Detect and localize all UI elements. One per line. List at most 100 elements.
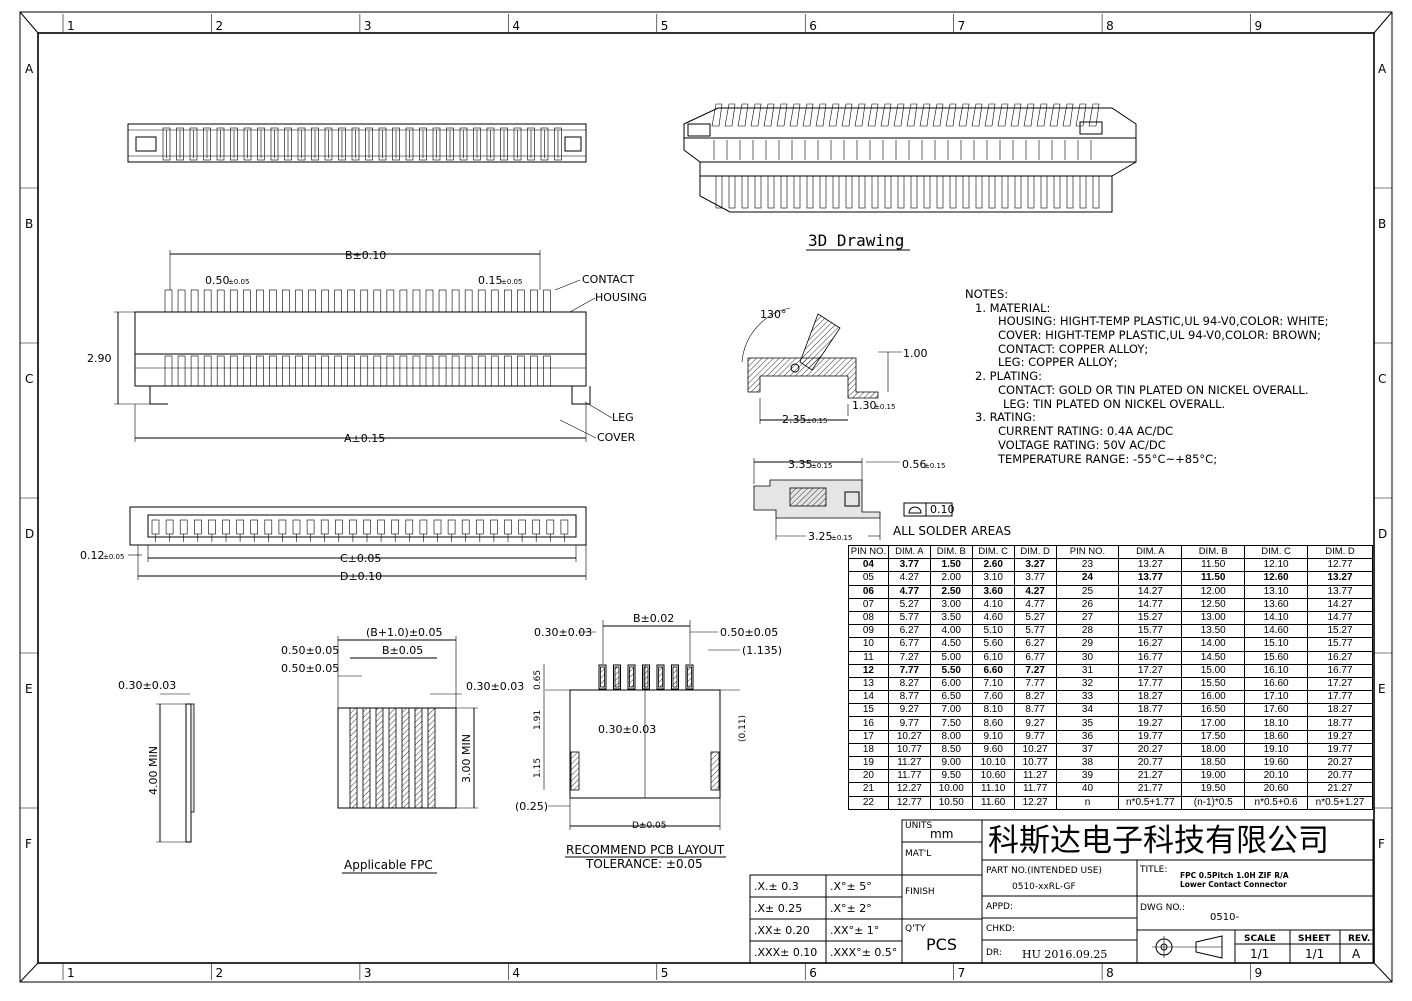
rev-label: REV. bbox=[1348, 934, 1370, 944]
dim-table-cell: 18.60 bbox=[1244, 729, 1309, 744]
dim-table-cell: 16.77 bbox=[1307, 663, 1373, 678]
dim-table-cell: 22 bbox=[848, 795, 889, 810]
dim-table-cell: 4.77 bbox=[1013, 597, 1057, 612]
dim-table-cell: 7.50 bbox=[929, 716, 973, 731]
dim-table-cell: 8.00 bbox=[929, 729, 973, 744]
dim-table-cell: 07 bbox=[848, 597, 889, 612]
dim-table-cell: 16.50 bbox=[1181, 703, 1246, 718]
dim-table-cell: 3.50 bbox=[929, 610, 973, 626]
dwg-no-label: DWG NO.: bbox=[1140, 903, 1185, 913]
scale-value: 1/1 bbox=[1250, 947, 1269, 961]
notes-line-9: 3. RATING: bbox=[975, 410, 1036, 424]
dim-table-cell: 05 bbox=[848, 571, 889, 586]
dim-table-cell: 08 bbox=[848, 610, 889, 626]
dim-table-cell: 15.77 bbox=[1307, 637, 1373, 652]
dim-table-cell: 37 bbox=[1055, 742, 1120, 758]
dim-table-cell: 10 bbox=[848, 637, 889, 652]
company-name: 科斯达电子科技有限公司 bbox=[988, 823, 1329, 859]
dim-table-cell: DIM. B bbox=[929, 544, 973, 560]
dim-table-cell: 11.27 bbox=[1013, 769, 1057, 784]
d325-label: 3.25 bbox=[808, 530, 833, 543]
grid-col-top-3: 3 bbox=[364, 19, 372, 33]
dim-table-cell: 3.77 bbox=[887, 558, 931, 573]
dim-table-cell: DIM. D bbox=[1307, 544, 1373, 560]
dim-table-cell: 18.77 bbox=[1307, 716, 1373, 731]
dim-table-cell: 6.77 bbox=[1013, 650, 1057, 665]
offset-tol: ±0.05 bbox=[103, 553, 124, 561]
grid-row-right-A: A bbox=[1378, 62, 1387, 76]
notes-line-5: LEG: COPPER ALLOY; bbox=[998, 355, 1118, 369]
dim-table-cell: 4.77 bbox=[887, 584, 931, 599]
dim-table-cell: 14.27 bbox=[1307, 597, 1373, 612]
projection-symbol-icon bbox=[1152, 935, 1223, 959]
dim-table-cell: 4.10 bbox=[971, 597, 1015, 612]
dim-table-cell: 9.77 bbox=[887, 716, 931, 731]
dim-table-cell: 6.27 bbox=[887, 624, 931, 639]
d235-tol: ±0.15 bbox=[806, 417, 827, 425]
dim-table-cell: 10.60 bbox=[971, 769, 1015, 784]
notes-line-1: 1. MATERIAL: bbox=[975, 301, 1050, 315]
dim-table-cell: 8.77 bbox=[1013, 703, 1057, 718]
dim-table-cell: 12.27 bbox=[887, 782, 931, 797]
flatness-label: 0.10 bbox=[930, 503, 955, 516]
grid-row-right-C: C bbox=[1378, 372, 1386, 386]
pcb-label: RECOMMEND PCB LAYOUT bbox=[566, 843, 725, 857]
angle-label: 130° bbox=[760, 308, 787, 321]
dim-table-cell: 13.10 bbox=[1244, 584, 1309, 599]
outer-border bbox=[19, 11, 1393, 983]
dim-table-cell: 15 bbox=[848, 703, 889, 718]
dim-table-cell: 3.77 bbox=[1013, 571, 1057, 586]
grid-col-bottom-8: 8 bbox=[1106, 966, 1114, 980]
pcb-191: 1.91 bbox=[533, 710, 543, 730]
3d-drawing: 3D Drawing bbox=[683, 103, 1137, 251]
appd-label: APPD: bbox=[986, 902, 1013, 912]
grid-row-left-E: E bbox=[25, 682, 33, 696]
leg-label: LEG bbox=[612, 411, 634, 424]
fpc-pitch-b: 0.50±0.05 bbox=[281, 662, 339, 675]
dim-table-cell: 9.50 bbox=[929, 769, 973, 784]
fpc-thickness: 0.30±0.03 bbox=[118, 679, 176, 692]
grid-row-left-F: F bbox=[25, 837, 32, 851]
dim-table-cell: 5.50 bbox=[929, 663, 973, 678]
dim-table-cell: 12.10 bbox=[1244, 558, 1309, 573]
dim-table-cell: 14.50 bbox=[1181, 650, 1246, 665]
rev-value: A bbox=[1352, 947, 1361, 961]
grid-col-bottom-4: 4 bbox=[512, 966, 520, 980]
dim-table-cell: DIM. A bbox=[887, 544, 931, 560]
dim-table-cell: 16.00 bbox=[1181, 690, 1246, 705]
dim-table-cell: 5.00 bbox=[929, 650, 973, 665]
d335-label: 3.35 bbox=[788, 458, 813, 471]
width-label: 0.15 bbox=[478, 274, 503, 287]
dim-table-cell: 16 bbox=[848, 716, 889, 731]
fpc-label: Applicable FPC bbox=[344, 858, 433, 872]
pcb-layout: 0.30±0.03 B±0.02 0.50±0.05 (1.135) 0.65 … bbox=[515, 612, 782, 871]
dim-table-cell: n*0.5+0.6 bbox=[1244, 795, 1309, 810]
dim-table-cell: 19.50 bbox=[1181, 782, 1246, 797]
dim-table-cell: DIM. D bbox=[1013, 544, 1057, 560]
side-view-open: 130° 1.00 1.30 ±0.15 2.35 ±0.15 bbox=[741, 307, 928, 426]
dim-table-cell: 10.27 bbox=[1013, 742, 1057, 758]
dim-table-cell: 23 bbox=[1055, 558, 1120, 573]
dim-table-cell: 11.27 bbox=[887, 755, 931, 771]
dim-table-cell: 19.27 bbox=[1118, 716, 1183, 731]
dim-table-cell: 9.27 bbox=[887, 703, 931, 718]
notes-line-11: VOLTAGE RATING: 50V AC/DC bbox=[998, 438, 1166, 452]
dim-table-cell: 39 bbox=[1055, 769, 1120, 784]
notes-line-0: NOTES: bbox=[965, 287, 1008, 301]
pcb-115: 1.15 bbox=[533, 758, 543, 778]
title-line-1: FPC 0.5Pitch 1.0H ZIF R/A bbox=[1180, 871, 1289, 880]
grid-col-top-4: 4 bbox=[512, 19, 520, 33]
dwg-no-value: 0510- bbox=[1210, 912, 1239, 923]
dim-table-cell: 17.10 bbox=[1244, 690, 1309, 705]
